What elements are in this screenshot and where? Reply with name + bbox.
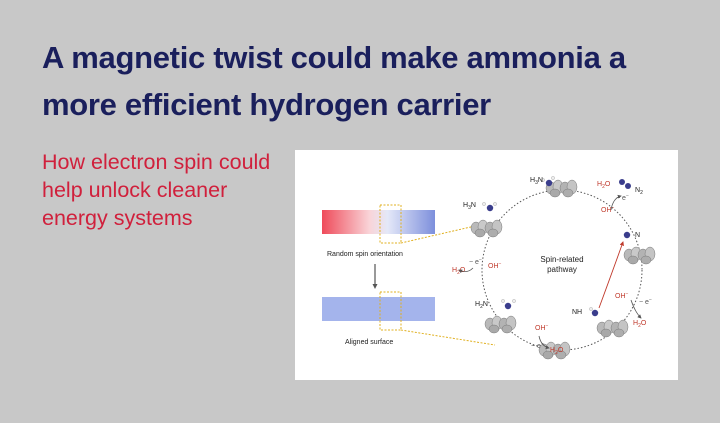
cycle-label-line2: pathway	[547, 265, 577, 274]
side-arrow-left	[458, 267, 474, 274]
surface-lower-left	[484, 315, 517, 334]
label-oh-left: OH−	[488, 261, 502, 270]
label-h2o-top: H2O	[597, 181, 611, 190]
aligned-surface-label: Aligned surface	[345, 339, 393, 346]
label-oh-right: OH−	[615, 291, 629, 300]
spin-pathway-diagram: Random spin orientation Aligned surface …	[322, 176, 656, 360]
molecule-n-adsorbed	[623, 231, 631, 239]
side-arrow-right	[630, 299, 642, 319]
side-arrow-bottom	[538, 335, 550, 350]
connector-line-top	[400, 225, 476, 244]
label-h2o-right: H2O	[633, 320, 647, 329]
article-subtitle: How electron spin could help unlock clea…	[42, 150, 271, 230]
molecule-nh3-top	[541, 176, 555, 187]
cycle-label-line1: Spin-related	[540, 255, 583, 264]
connector-line-bottom	[400, 329, 496, 346]
label-h2o-bottom: H2O	[550, 347, 564, 356]
spin-pathway-arrow	[598, 241, 624, 309]
surface-left	[470, 219, 503, 238]
molecule-nh	[589, 307, 599, 317]
aligned-surface-bar	[322, 297, 435, 321]
label-h2n: H2N	[475, 301, 488, 310]
catalytic-cycle-ring	[481, 189, 643, 351]
article-title: A magnetic twist could make ammonia a mo…	[42, 40, 626, 122]
label-h3n-top: H3N	[530, 177, 543, 186]
label-oh-top: OH−	[601, 205, 615, 214]
highlight-box-aligned	[379, 291, 402, 331]
label-electron-left: − e−	[469, 257, 482, 266]
spin-pathway-figure: Random spin orientation Aligned surface …	[295, 150, 678, 380]
label-electron-right: − e−	[639, 297, 652, 306]
label-n: N	[635, 232, 640, 239]
label-h3n-left: H3N	[463, 202, 476, 211]
surface-right	[623, 246, 656, 265]
label-nh: NH	[572, 309, 582, 316]
label-oh-bottom: OH−	[535, 323, 549, 332]
random-spin-label: Random spin orientation	[327, 251, 403, 258]
molecule-nh2	[501, 299, 516, 310]
label-n2: N2	[635, 187, 643, 196]
molecule-n2	[619, 179, 631, 189]
surface-lower-right	[596, 319, 629, 338]
random-spin-bar	[322, 210, 435, 234]
highlight-box-random	[379, 204, 402, 244]
side-arrow-top	[610, 194, 622, 211]
molecule-nh3-left	[482, 202, 497, 212]
